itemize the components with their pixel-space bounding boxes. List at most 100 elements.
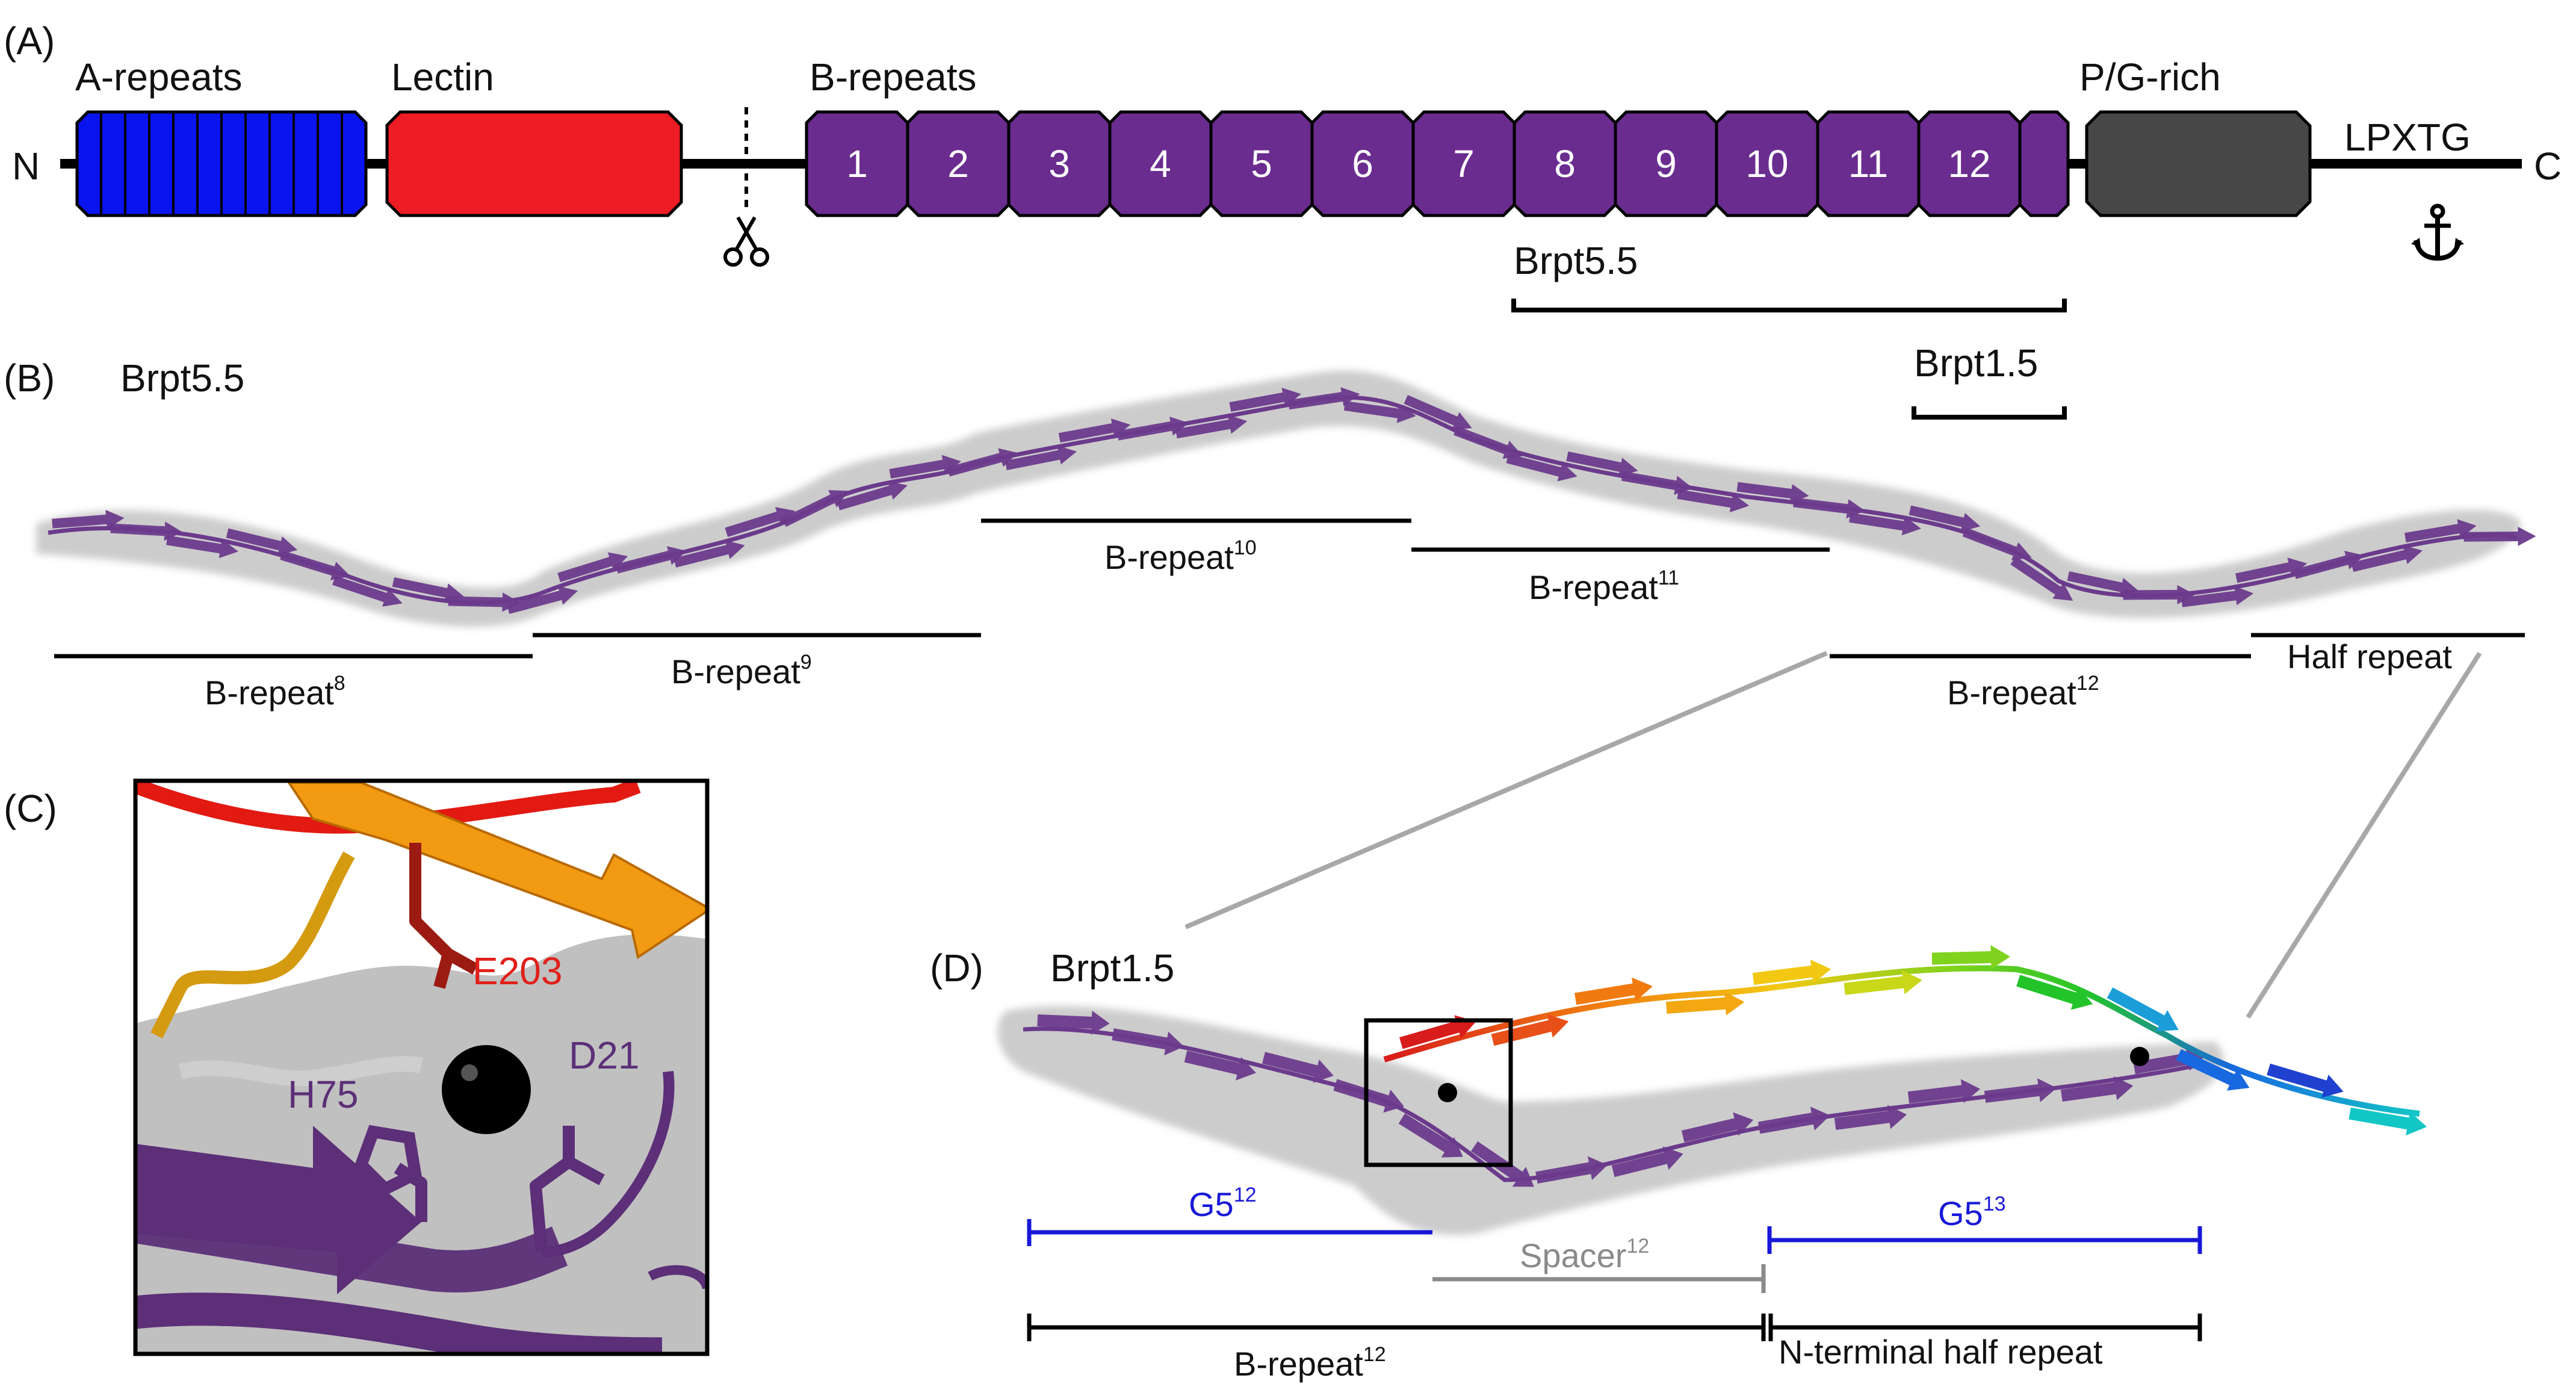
- segment-label-half: Half repeat: [2287, 638, 2452, 675]
- b-repeat-block-5: 5: [1209, 110, 1314, 217]
- beta-strand: [1984, 1078, 2057, 1103]
- beta-strand: [2463, 527, 2536, 546]
- rainbow-strand: [1931, 945, 2010, 969]
- b-repeat-number-7: 7: [1453, 142, 1475, 185]
- panel-a-label: (A): [4, 19, 55, 63]
- panel-b-label: (B): [4, 356, 55, 400]
- beta-strand: [725, 507, 796, 537]
- b-repeat-block-6: 6: [1310, 110, 1415, 217]
- beta-strand: [1793, 497, 1866, 519]
- beta-strand: [110, 521, 183, 541]
- zoom-box: [1364, 1018, 1513, 1167]
- n-terminus-label: N: [12, 144, 40, 188]
- b-repeat-block-10: 10: [1715, 110, 1819, 217]
- b-repeat-block-9: 9: [1614, 110, 1718, 217]
- beta-strand: [332, 576, 403, 607]
- beta-strand: [1454, 426, 1523, 459]
- beta-strand: [1621, 471, 1694, 495]
- beta-strand: [1229, 388, 1301, 412]
- spacer-12-label: Spacer12: [1520, 1235, 1649, 1274]
- beta-strand: [1404, 395, 1472, 430]
- panel-c-frame: [133, 778, 710, 1356]
- h75-label: H75: [288, 1073, 358, 1116]
- b-repeat-block-2: 2: [906, 110, 1011, 217]
- rainbow-strand: [1399, 1015, 1476, 1049]
- b-repeat-block-4: 4: [1108, 110, 1213, 217]
- h75-sidechain: [354, 1125, 423, 1197]
- zinc-ion: [442, 1045, 531, 1134]
- beta-strand: [1037, 1010, 1110, 1035]
- beta-strand: [2404, 519, 2477, 542]
- n-half-label: N-terminal half repeat: [1779, 1333, 2103, 1371]
- c-terminus-label: C: [2534, 144, 2562, 188]
- beta-strand: [507, 586, 578, 614]
- panel-d: (D) Brpt1.5 G512 Spacer12 G513 B-repeat1…: [930, 945, 2427, 1383]
- segment-label-b8: B-repeat8: [205, 672, 345, 712]
- beta-strand: [1112, 1028, 1184, 1056]
- beta-strand: [1681, 1112, 1754, 1143]
- lectin-domain: [385, 110, 683, 217]
- beta-strand: [1343, 401, 1416, 423]
- b-repeat-number-2: 2: [947, 142, 969, 185]
- beta-strand: [557, 552, 628, 582]
- beta-strand: [1058, 418, 1131, 443]
- beta-strand: [947, 448, 1018, 477]
- purple-arrow: [135, 1126, 421, 1294]
- e203-sidechain: [409, 843, 478, 989]
- b-repeat-number-5: 5: [1251, 142, 1272, 185]
- beta-strand: [1849, 513, 1921, 536]
- panel-d-title: Brpt1.5: [1050, 946, 1174, 990]
- scissors-icon: [723, 216, 769, 267]
- b-repeat-number-11: 11: [1848, 142, 1888, 185]
- beta-strand: [1506, 453, 1577, 482]
- b-repeats-label: B-repeats: [810, 55, 976, 99]
- brpt55-label: Brpt5.5: [1514, 239, 1638, 282]
- beta-strand: [1333, 1079, 1404, 1113]
- loop-coil: [150, 851, 355, 1038]
- b-repeat-block-3: 3: [1007, 110, 1112, 217]
- rainbow-strand: [2267, 1063, 2344, 1098]
- orange-arrow: [286, 781, 707, 960]
- anchor-icon: [2411, 203, 2464, 261]
- beta-strand: [2235, 557, 2308, 583]
- pg-rich-domain: [2085, 110, 2312, 217]
- b-repeat-block-7: 7: [1411, 110, 1516, 217]
- beta-strand: [52, 509, 125, 529]
- g5-12-label: G512: [1189, 1184, 1257, 1223]
- brpt15-surface: [997, 1005, 2224, 1235]
- zoom-line-left: [1184, 651, 1828, 929]
- rainbow-strand: [1666, 991, 1745, 1016]
- segment-label-b10: B-repeat10: [1104, 536, 1257, 576]
- b-repeat-block-8: 8: [1512, 110, 1617, 217]
- b-repeat-block-1: 1: [805, 110, 909, 217]
- g5-13-label: G513: [1938, 1193, 2006, 1232]
- beta-strand: [1834, 1105, 1907, 1130]
- beta-strand: [1907, 1079, 1981, 1104]
- beta-strand: [1398, 1113, 1463, 1158]
- zoom-line-right: [2246, 651, 2482, 1019]
- rainbow-strand: [1752, 960, 1831, 985]
- beta-strand: [1116, 417, 1189, 441]
- b-repeat-number-12: 12: [1948, 142, 1990, 185]
- panel-c: (C): [4, 778, 710, 1356]
- beta-strand: [280, 550, 351, 580]
- beta-strand: [1005, 445, 1077, 470]
- beta-strand: [1757, 1106, 1830, 1134]
- segment-label-b11: B-repeat11: [1529, 566, 1679, 606]
- d21-sidechain: [530, 1126, 605, 1253]
- b-repeat-block-12: 12: [1917, 110, 2022, 217]
- pg-rich-label: P/G-rich: [2079, 55, 2221, 99]
- beta-strand: [2293, 551, 2365, 579]
- beta-strand: [2351, 545, 2423, 572]
- beta-strand: [1262, 1052, 1334, 1083]
- beta-strand: [1909, 505, 1981, 532]
- beta-strand: [615, 546, 687, 574]
- beta-strand: [1287, 387, 1360, 410]
- beta-strand: [1962, 527, 2032, 560]
- b-repeat-number-9: 9: [1655, 142, 1677, 185]
- b-repeat-number-8: 8: [1554, 142, 1576, 185]
- beta-strand: [1736, 482, 1809, 503]
- beta-strand: [2061, 1076, 2134, 1102]
